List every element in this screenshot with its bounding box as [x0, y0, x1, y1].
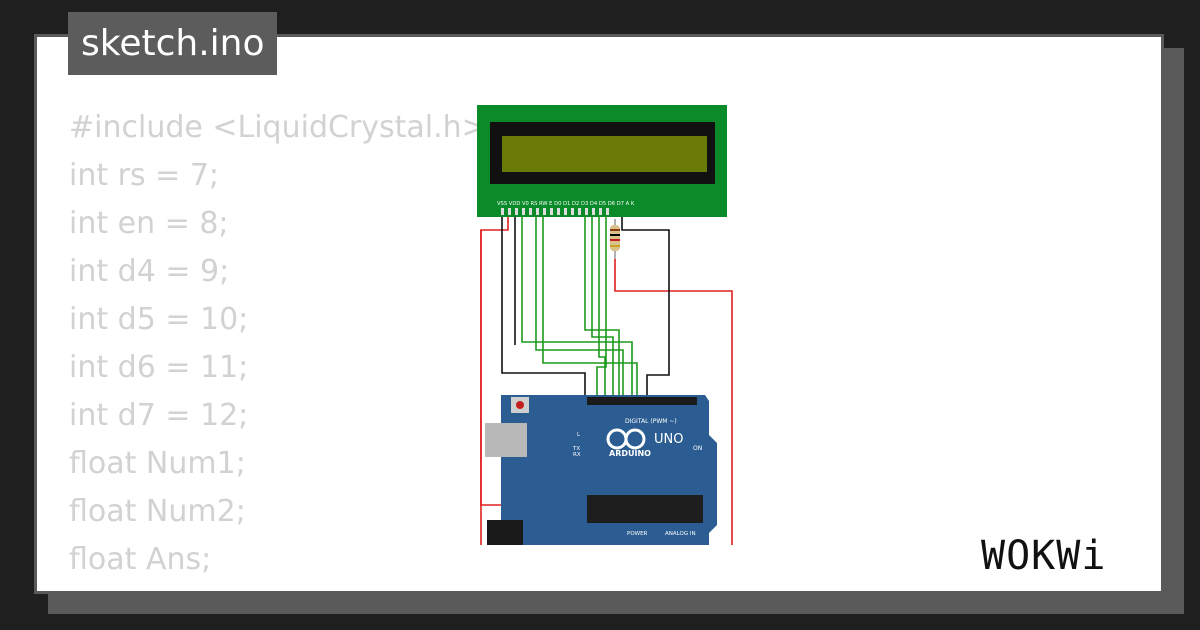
file-tab[interactable]: sketch.ino [68, 12, 278, 75]
logo-text: WOKWi [981, 533, 1106, 579]
power-label: POWER [627, 531, 648, 537]
code-line: int d5 = 10; [69, 302, 249, 337]
code-line: float Num2; [69, 494, 246, 529]
wires [480, 217, 733, 545]
code-line: float Ans; [69, 542, 212, 577]
code-line: int d6 = 11; [69, 350, 249, 385]
power-jack [487, 520, 523, 545]
code-preview: #include <LiquidCrystal.h> int rs = 7; i… [69, 104, 487, 591]
wokwi-logo: WOKWi [981, 533, 1106, 579]
led-label-rx: RX [573, 452, 581, 458]
on-label: ON [693, 445, 702, 452]
lcd-pin-labels: VSS VDD V0 RS RW E D0 D1 D2 D3 D4 D5 D6 … [497, 201, 635, 207]
circuit-diagram: VSS VDD V0 RS RW E D0 D1 D2 D3 D4 D5 D6 … [477, 105, 733, 545]
code-line: #include <LiquidCrystal.h> [69, 110, 487, 145]
digital-header [587, 397, 697, 405]
microcontroller-chip [587, 495, 703, 523]
analog-label: ANALOG IN [665, 531, 696, 537]
lcd-pin-row [501, 208, 609, 215]
arduino-board: ARDUINO UNO DIGITAL (PWM ~) POWER ANALOG… [485, 395, 717, 545]
lcd-module: VSS VDD V0 RS RW E D0 D1 D2 D3 D4 D5 D6 … [477, 105, 727, 217]
led-label-l: L [577, 432, 581, 438]
arduino-model: UNO [654, 432, 683, 447]
code-line: int rs = 7; [69, 158, 220, 193]
led-label-tx: TX [572, 446, 580, 452]
digital-label: DIGITAL (PWM ~) [625, 418, 677, 425]
code-line: int d7 = 12; [69, 398, 249, 433]
sketch-card: #include <LiquidCrystal.h> int rs = 7; i… [34, 34, 1164, 594]
code-line: int en = 8; [69, 206, 229, 241]
code-line: float Num1; [69, 446, 246, 481]
code-line: Cal [69, 584, 487, 591]
code-line: int d4 = 9; [69, 254, 230, 289]
arduino-brand: ARDUINO [609, 449, 651, 458]
usb-port [485, 423, 527, 457]
resistor [610, 219, 620, 259]
lcd-screen [502, 136, 707, 172]
